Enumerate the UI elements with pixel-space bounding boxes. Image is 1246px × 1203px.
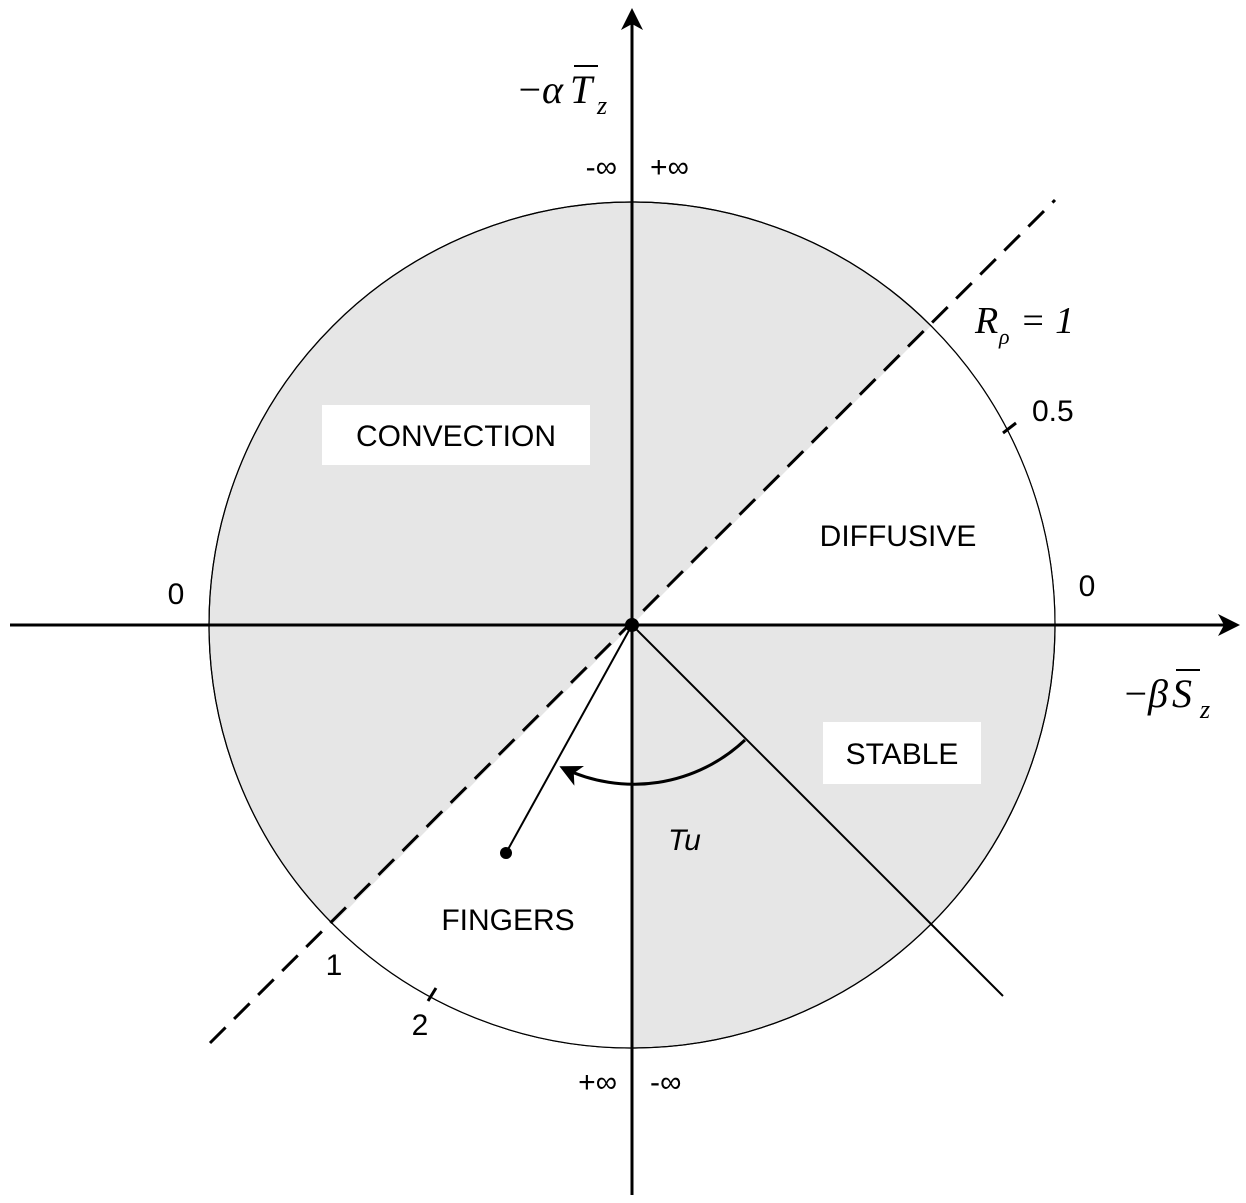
- region-diffusive: DIFFUSIVE: [820, 520, 977, 553]
- x-axis-label: − β S z: [1122, 669, 1210, 724]
- svg-text:−: −: [1122, 671, 1149, 716]
- stable-boundary-line: [631, 624, 1004, 997]
- svg-text:β: β: [1147, 671, 1168, 716]
- svg-text:= 1: = 1: [1020, 300, 1074, 342]
- svg-text:ρ: ρ: [998, 324, 1010, 349]
- svg-text:z: z: [596, 91, 607, 120]
- fingers-wedge: [333, 625, 632, 1048]
- tick-top-right: +∞: [650, 151, 689, 184]
- y-axis-label: − α T z: [516, 65, 607, 120]
- svg-text:α: α: [542, 67, 564, 112]
- density-ratio-label: R ρ = 1: [974, 300, 1074, 349]
- origin-point: [625, 618, 639, 632]
- turner-angle-label: Tu: [668, 824, 701, 857]
- tick-one-label: 1: [326, 949, 343, 982]
- svg-text:S: S: [1172, 671, 1192, 716]
- region-stable: STABLE: [846, 738, 959, 771]
- region-fingers: FINGERS: [441, 904, 574, 937]
- turner-point: [500, 847, 512, 859]
- tick-half: [1002, 421, 1017, 435]
- svg-text:R: R: [974, 300, 998, 342]
- region-convection: CONVECTION: [356, 420, 556, 453]
- tick-bottom-left: +∞: [578, 1066, 617, 1099]
- diffusive-wedge: [632, 326, 1055, 625]
- svg-text:T: T: [570, 67, 595, 112]
- tick-half-label: 0.5: [1032, 395, 1074, 428]
- svg-text:−: −: [516, 67, 543, 112]
- tick-two-label: 2: [412, 1009, 429, 1042]
- tick-left-zero: 0: [168, 578, 185, 611]
- turner-angle-arc: [559, 738, 747, 786]
- tick-bottom-right: -∞: [650, 1066, 681, 1099]
- tick-top-left: -∞: [586, 151, 617, 184]
- tick-right-zero: 0: [1079, 570, 1096, 603]
- turner-vector: [505, 624, 633, 854]
- tick-two: [426, 987, 438, 1002]
- svg-text:z: z: [1199, 695, 1210, 724]
